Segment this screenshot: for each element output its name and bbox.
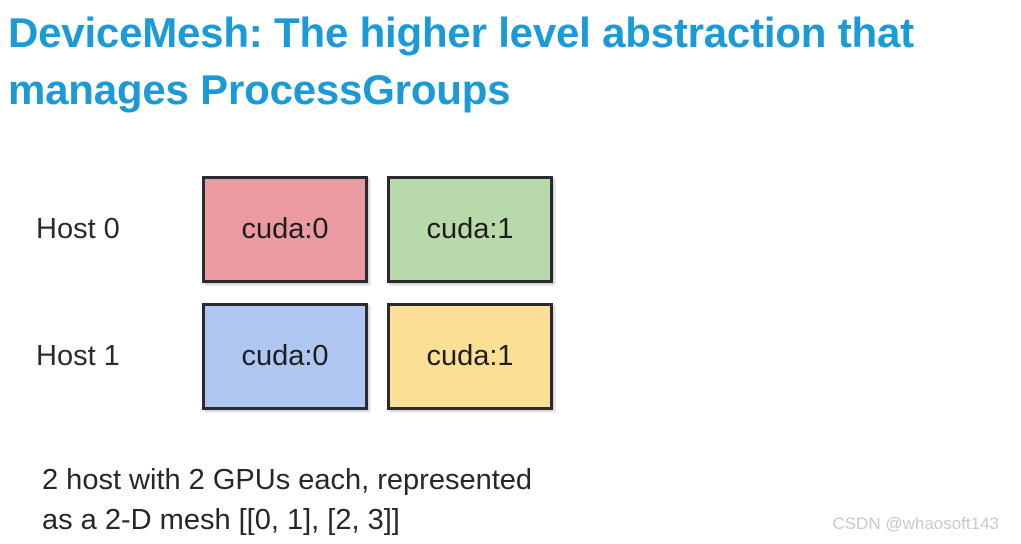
mesh-row: Host 1 cuda:0 cuda:1 — [0, 303, 600, 410]
diagram-caption: 2 host with 2 GPUs each, represented as … — [42, 464, 533, 536]
device-cell: cuda:1 — [387, 303, 553, 410]
mesh-row: Host 0 cuda:0 cuda:1 — [0, 176, 600, 283]
device-cell: cuda:0 — [202, 176, 368, 283]
device-cell: cuda:1 — [387, 176, 553, 283]
device-mesh-diagram: Host 0 cuda:0 cuda:1 Host 1 cuda:0 cuda:… — [0, 176, 600, 410]
mesh-row-cells: cuda:0 cuda:1 — [202, 176, 553, 283]
device-cell: cuda:0 — [202, 303, 368, 410]
mesh-row-cells: cuda:0 cuda:1 — [202, 303, 553, 410]
watermark: CSDN @whaosoft143 — [832, 514, 999, 533]
host-label: Host 1 — [36, 340, 120, 372]
host-label: Host 0 — [36, 213, 120, 245]
page-title: DeviceMesh: The higher level abstraction… — [8, 9, 914, 113]
